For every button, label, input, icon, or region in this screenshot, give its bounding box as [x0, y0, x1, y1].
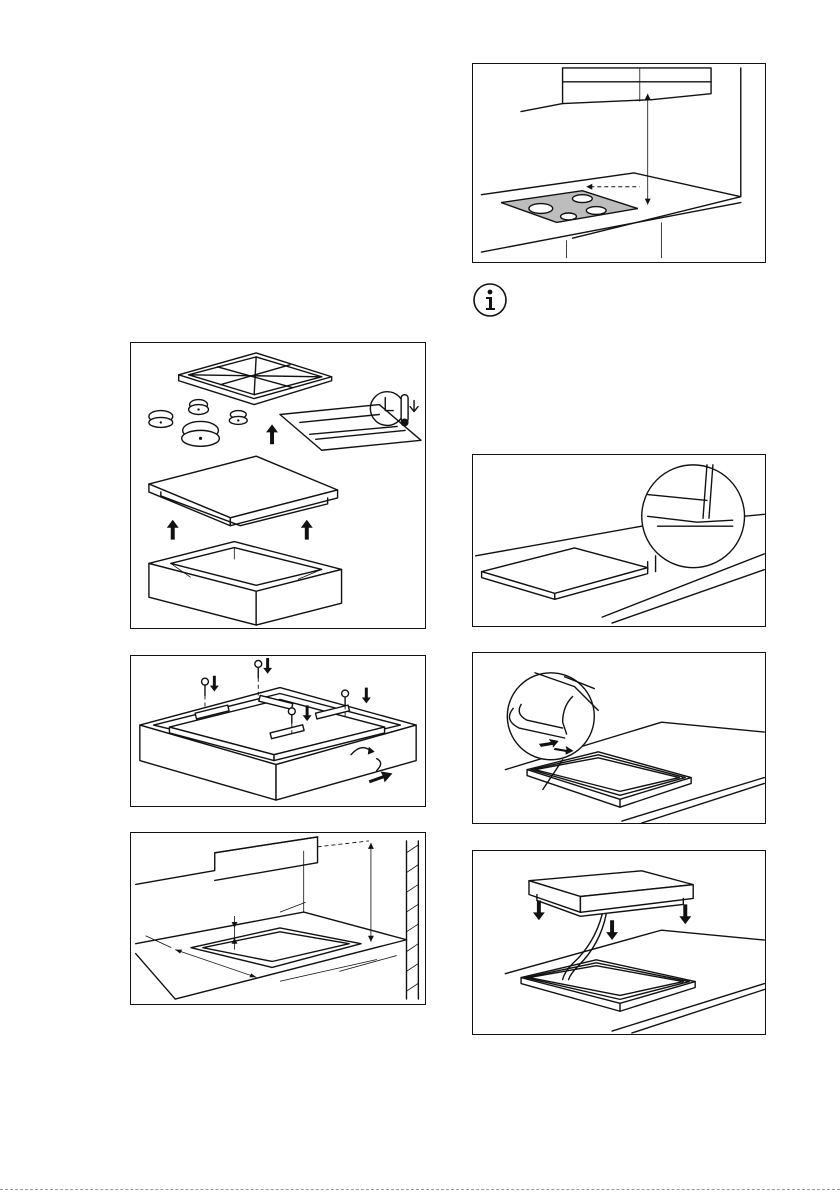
cutout	[191, 928, 361, 968]
seal-packet	[280, 405, 421, 451]
clearance-dimension	[586, 94, 650, 205]
magnifier	[642, 465, 745, 572]
cutout-dimension-drawing	[131, 833, 425, 1004]
edge-seal-drawing	[473, 455, 765, 626]
wall-cabinet	[136, 837, 369, 884]
page-bottom-rule	[0, 1189, 840, 1190]
hob-panel	[482, 548, 648, 599]
seal-frame	[521, 960, 695, 1011]
insert-hob-drawing	[473, 851, 765, 1034]
fig-hob-parts-exploded	[130, 342, 426, 629]
side-wall	[406, 841, 418, 999]
worktop	[136, 851, 407, 999]
seal-strip-drawing	[473, 653, 765, 823]
fig-lower-hob-into-cutout	[472, 850, 766, 1035]
hob-body	[149, 456, 338, 526]
packaging-box	[149, 542, 342, 625]
fig-hob-under-hood-clearance	[472, 63, 766, 263]
cooker-hood	[521, 68, 711, 112]
fig-mounting-brackets-screws	[130, 655, 426, 807]
hob-body	[529, 871, 693, 917]
hob-on-worktop	[501, 191, 638, 223]
info-icon	[472, 282, 508, 318]
burner-caps	[149, 400, 247, 447]
fig-worktop-cutout-dimensions	[130, 832, 426, 1005]
hob-parts-drawing	[131, 343, 425, 628]
hood-clearance-drawing	[473, 64, 765, 262]
fig-apply-seal-strip	[472, 652, 766, 824]
fig-worktop-edge-seal	[472, 454, 766, 627]
magnifier-hand	[507, 673, 598, 790]
pan-support-grid	[179, 353, 332, 405]
worktop	[481, 173, 740, 258]
bracket-screw-drawing	[131, 656, 425, 806]
